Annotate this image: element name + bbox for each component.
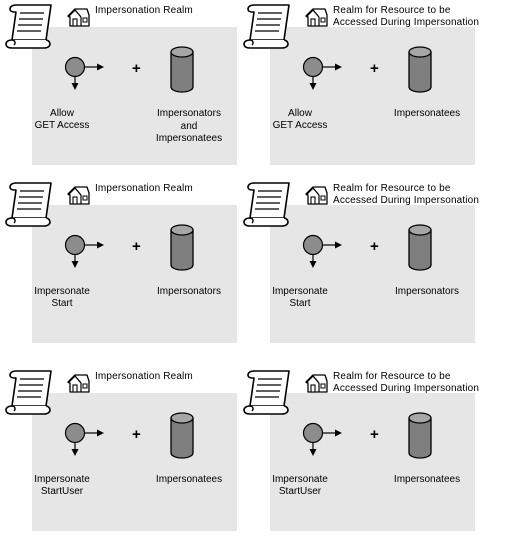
realm-title-line: Impersonation Realm [95, 371, 193, 382]
realm-title-line: Realm for Resource to be [333, 183, 451, 194]
store-label-line: Impersonatees [155, 474, 223, 485]
action-label: Allow GET Access [22, 108, 102, 132]
house-icon [67, 8, 90, 27]
realm-panel: Impersonation Realm + Impersonate StartU… [2, 366, 242, 546]
store-label-line: Impersonators [395, 286, 459, 297]
store-label: Impersonatees [375, 108, 479, 121]
plus-sign: + [132, 426, 141, 443]
scroll-icon [243, 370, 290, 415]
realm-title: Impersonation Realm [95, 183, 193, 195]
action-label-line: Start [289, 298, 311, 309]
action-label: Impersonate StartUser [22, 474, 102, 498]
store-label-line: Impersonatees [155, 133, 223, 144]
scroll-icon [243, 4, 290, 49]
database-cylinder-icon [408, 46, 432, 93]
house-icon [305, 186, 328, 205]
realm-title: Realm for Resource to be Accessed During… [333, 183, 479, 207]
action-label-line: Impersonate [34, 286, 90, 297]
store-label: Impersonators and Impersonatees [137, 108, 241, 146]
action-label-line: StartUser [40, 486, 84, 497]
house-icon [67, 374, 90, 393]
plus-sign: + [132, 238, 141, 255]
action-node-icon [302, 422, 342, 456]
realm-panel: Impersonation Realm + Impersonate Start … [2, 178, 242, 358]
realm-panel: Realm for Resource to be Accessed During… [240, 178, 480, 358]
database-cylinder-icon [170, 224, 194, 271]
scroll-icon [5, 182, 52, 227]
panel-background [270, 27, 475, 165]
action-node-icon [64, 234, 104, 268]
realm-title: Impersonation Realm [95, 371, 193, 383]
store-label: Impersonatees [137, 474, 241, 487]
database-cylinder-icon [170, 46, 194, 93]
store-label-line: Impersonatees [393, 474, 461, 485]
panel-background [270, 393, 475, 531]
plus-sign: + [370, 60, 379, 77]
realm-title-line: Accessed During Impersonation [333, 17, 480, 28]
scroll-icon [243, 182, 290, 227]
store-label-line: Impersonators [157, 108, 221, 119]
action-label-line: Impersonate [272, 286, 328, 297]
action-node-icon [64, 422, 104, 456]
house-icon [67, 186, 90, 205]
realm-title-line: Impersonation Realm [95, 5, 193, 16]
action-label: Impersonate Start [22, 286, 102, 310]
panel-background [270, 205, 475, 343]
store-label: Impersonators [137, 286, 241, 299]
action-label: Impersonate Start [260, 286, 340, 310]
plus-sign: + [370, 238, 379, 255]
realm-title-line: Accessed During Impersonation [333, 383, 480, 394]
action-label-line: Impersonate [34, 474, 90, 485]
scroll-icon [5, 4, 52, 49]
realm-title-line: Accessed During Impersonation [333, 195, 480, 206]
action-node-icon [302, 56, 342, 90]
action-label-line: Allow [288, 108, 312, 119]
action-label-line: StartUser [278, 486, 322, 497]
realm-title-line: Realm for Resource to be [333, 371, 451, 382]
panel-background [32, 205, 237, 343]
action-label-line: GET Access [34, 120, 90, 131]
action-node-icon [302, 234, 342, 268]
plus-sign: + [370, 426, 379, 443]
scroll-icon [5, 370, 52, 415]
panel-background [32, 393, 237, 531]
panel-background [32, 27, 237, 165]
realm-panel: Realm for Resource to be Accessed During… [240, 366, 480, 546]
house-icon [305, 8, 328, 27]
action-label-line: Allow [50, 108, 74, 119]
store-label-line: Impersonatees [393, 108, 461, 119]
action-label-line: Start [51, 298, 73, 309]
realm-title: Impersonation Realm [95, 5, 193, 17]
database-cylinder-icon [170, 412, 194, 459]
realm-title-line: Impersonation Realm [95, 183, 193, 194]
store-label-line: Impersonators [157, 286, 221, 297]
realm-title: Realm for Resource to be Accessed During… [333, 371, 479, 395]
realm-title-line: Realm for Resource to be [333, 5, 451, 16]
realm-panel: Realm for Resource to be Accessed During… [240, 0, 480, 180]
action-node-icon [64, 56, 104, 90]
action-label-line: GET Access [272, 120, 328, 131]
database-cylinder-icon [408, 412, 432, 459]
house-icon [305, 374, 328, 393]
plus-sign: + [132, 60, 141, 77]
store-label-line: and [180, 120, 198, 132]
action-label: Impersonate StartUser [260, 474, 340, 498]
action-label: Allow GET Access [260, 108, 340, 132]
action-label-line: Impersonate [272, 474, 328, 485]
realm-title: Realm for Resource to be Accessed During… [333, 5, 479, 29]
database-cylinder-icon [408, 224, 432, 271]
store-label: Impersonatees [375, 474, 479, 487]
store-label: Impersonators [375, 286, 479, 299]
realm-panel: Impersonation Realm + Allow GET Access I… [2, 0, 242, 180]
